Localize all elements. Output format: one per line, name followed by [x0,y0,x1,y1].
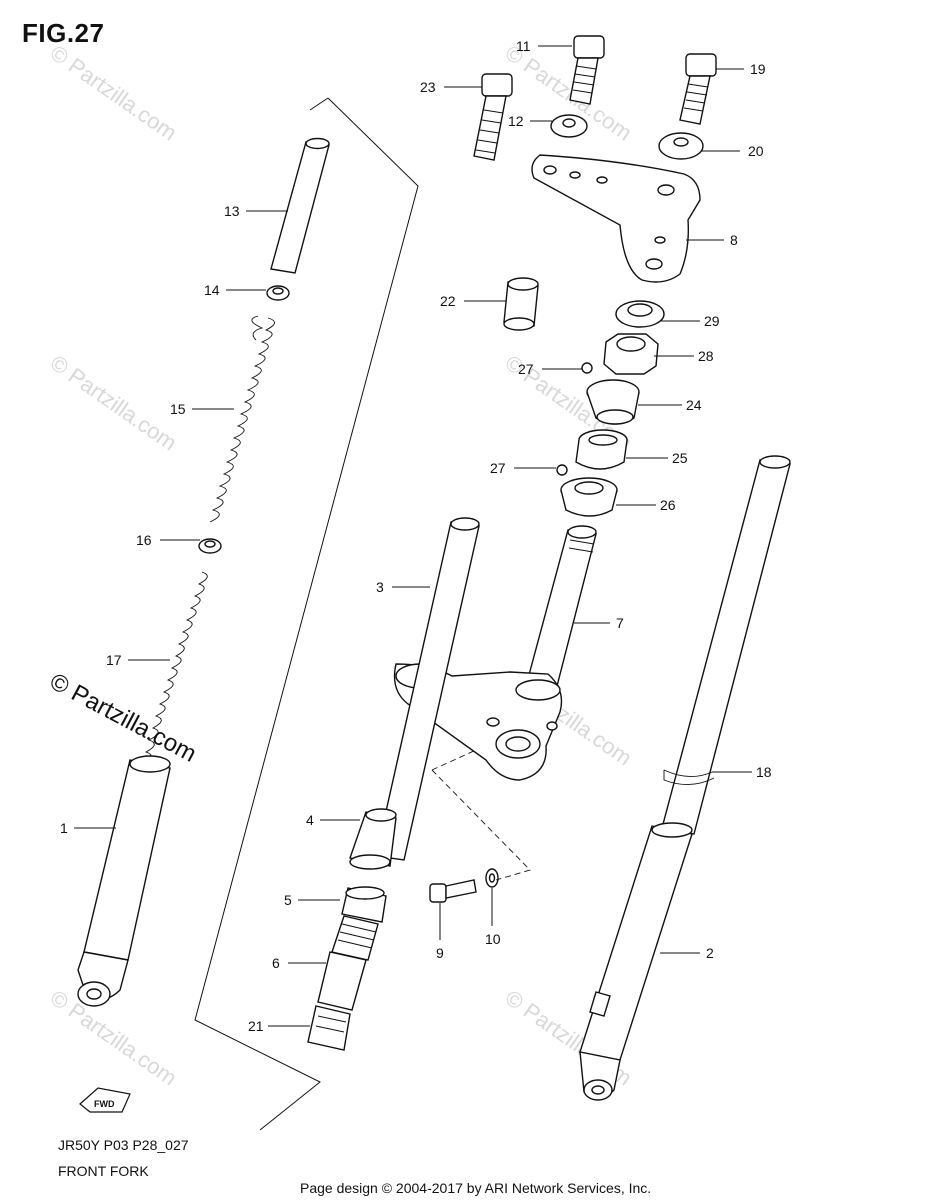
fork-inner-tube-right [661,455,791,835]
callout-7: 7 [616,615,624,631]
race-25 [575,429,628,470]
callout-3: 3 [376,579,384,595]
hose-clamp [341,886,387,923]
callout-23: 23 [420,79,436,95]
callout-27-upper: 27 [518,361,534,377]
callout-24: 24 [686,397,702,413]
figure-title: FIG.27 [22,18,105,48]
model-code: JR50Y P03 P28_027 [58,1137,189,1153]
callout-21: 21 [248,1018,264,1034]
lock-nut-29 [615,300,665,328]
callout-8: 8 [730,232,738,248]
upper-bracket [531,154,701,283]
leader-lines [74,45,752,1027]
callout-13: 13 [224,203,240,219]
callout-16: 16 [136,532,152,548]
fork-boot [349,808,397,870]
bolt-19 [679,53,717,125]
steering-stem [525,525,597,691]
callout-25: 25 [672,450,688,466]
callout-6: 6 [272,955,280,971]
fork-end-21 [307,1005,351,1051]
callout-26: 26 [660,497,676,513]
race-24 [586,379,640,425]
callout-27-lower: 27 [490,460,506,476]
page-credit: Page design © 2004-2017 by ARI Network S… [300,1180,652,1196]
callout-10: 10 [485,931,501,947]
fork-inner-tube-center [375,517,480,861]
callout-9: 9 [436,945,444,961]
callout-15: 15 [170,401,186,417]
callout-14: 14 [204,282,220,298]
bolt-11 [569,35,605,105]
spacer-tube [270,137,330,274]
callout-22: 22 [440,293,456,309]
callout-1: 1 [60,820,68,836]
washer-10 [485,868,499,888]
callout-20: 20 [748,143,764,159]
fwd-arrow-icon: FWD [79,1087,131,1113]
callout-5: 5 [284,892,292,908]
callout-12: 12 [508,113,524,129]
alignment-dashes [431,749,531,881]
fork-outer-tube-left [77,755,171,1007]
figure-subtitle: FRONT FORK [58,1163,149,1179]
spring-seat-lower [198,538,222,554]
fork-spring-lower [141,571,208,765]
cap-22 [503,277,539,331]
pinch-bolt-9 [429,879,477,903]
steel-ball-lower [556,464,568,476]
fork-lower-ribs [331,915,379,961]
callout-29: 29 [704,313,720,329]
group-outline [194,97,419,1131]
callout-4: 4 [306,812,314,828]
bolt-23 [473,73,513,161]
washer-20 [658,132,704,160]
dust-seal-26 [560,477,618,517]
callout-2: 2 [706,945,714,961]
callout-28: 28 [698,348,714,364]
washer-12 [550,114,588,138]
fork-outer-tube-right [579,822,693,1101]
callout-labels: 11 19 23 12 20 13 8 14 22 29 28 27 15 24… [60,38,772,1034]
fwd-label: FWD [94,1099,115,1109]
callout-17: 17 [106,652,122,668]
steel-ball-upper [581,362,593,374]
circlip-18 [663,769,715,785]
fork-spring-upper [209,315,275,523]
steering-nut-28 [603,333,659,375]
spring-seat-upper [266,285,290,301]
callout-19: 19 [750,61,766,77]
fork-slider-6 [317,951,367,1011]
callout-18: 18 [756,764,772,780]
callout-11: 11 [516,38,531,54]
